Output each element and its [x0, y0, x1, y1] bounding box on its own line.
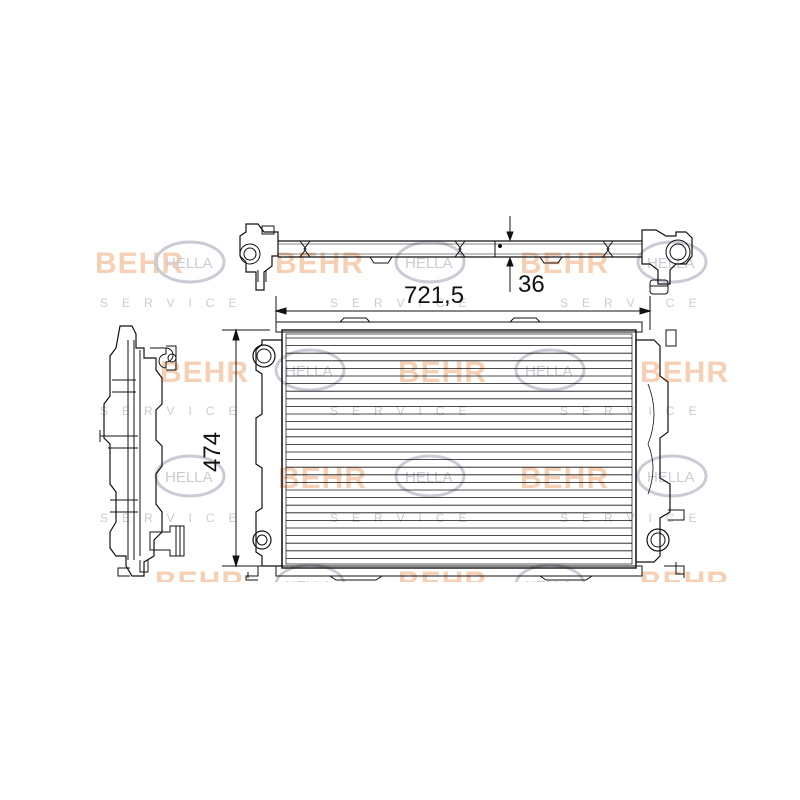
width-dimension-label: 721,5: [404, 282, 464, 309]
watermark-hella: HELLA: [165, 469, 213, 486]
watermark-hella: HELLA: [165, 255, 213, 272]
watermark-hella: HELLA: [525, 363, 573, 380]
watermark-service: SERVICE: [560, 296, 710, 310]
hella-logo-icon: HELLA: [394, 454, 466, 498]
watermark-hella: HELLA: [405, 255, 453, 272]
watermark-hella: HELLA: [647, 255, 695, 272]
watermark-behr: BEHR: [520, 247, 609, 280]
watermark-hella: HELLA: [647, 469, 695, 486]
watermark-service: SERVICE: [560, 511, 710, 525]
watermark-hella: HELLA: [405, 469, 453, 486]
side-view: [99, 325, 185, 577]
hella-logo-icon: HELLA: [636, 454, 708, 498]
brand-watermark: BEHR HELLA BEHR HELLA BEHR HELLA SERVICE…: [0, 240, 800, 800]
width-dimension: [274, 296, 652, 330]
watermark-service: SERVICE: [100, 511, 250, 525]
watermark-hella: HELLA: [285, 363, 333, 380]
front-view: [245, 317, 685, 581]
height-dimension-label: 474: [199, 432, 226, 472]
watermark-service: SERVICE: [330, 296, 480, 310]
watermark-service: SERVICE: [100, 404, 250, 418]
depth-dimension-label: 36: [518, 271, 545, 298]
hella-logo-icon: HELLA: [154, 240, 226, 284]
top-view: [239, 216, 693, 295]
watermark-behr: BEHR: [275, 247, 364, 280]
watermark-service: SERVICE: [330, 404, 480, 418]
watermark-behr: BEHR: [640, 356, 729, 389]
watermark-service: SERVICE: [330, 511, 480, 525]
watermark-behr: BEHR: [95, 247, 184, 280]
hella-logo-icon: HELLA: [394, 240, 466, 284]
radiator-core-fins: [286, 337, 632, 559]
height-dimension: [222, 328, 270, 568]
watermark-service: SERVICE: [560, 404, 710, 418]
watermark-service: SERVICE: [100, 296, 250, 310]
